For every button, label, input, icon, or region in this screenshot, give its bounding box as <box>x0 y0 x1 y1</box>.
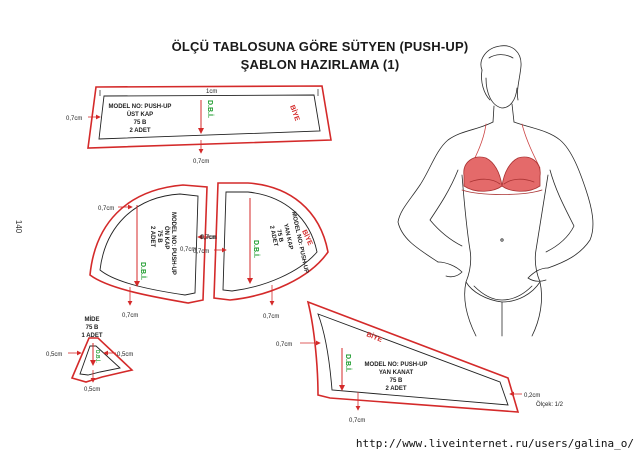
ust-kap-model: MODEL NO: PUSH-UP <box>109 104 172 110</box>
title-line-1: ÖLÇÜ TABLOSUNA GÖRE SÜTYEN (PUSH-UP) <box>171 39 469 54</box>
yan-kanat-size: 75 B <box>390 378 403 384</box>
ust-kap-outline <box>98 94 321 140</box>
ust-kap-grain: D.B.İ. <box>206 100 214 118</box>
piece-yan-kap: 0,7cm 0,7cm 0,7cm D.B.İ. MODEL NO: PUSH-… <box>193 182 329 320</box>
yan-kanat-model: MODEL NO: PUSH-UP <box>365 362 428 368</box>
source-url: http://www.liveinternet.ru/users/galina_… <box>355 437 634 450</box>
on-kap-allow-top: 0,7cm <box>98 206 114 212</box>
on-kap-outline <box>99 193 199 296</box>
on-kap-name: ÖN KAP <box>163 226 170 249</box>
mide-grain: D.B.İ. <box>94 350 101 363</box>
piece-mide: MİDE 75 B 1 ADET D.B.İ. 0,5cm 0,5cm 0,5c… <box>46 316 134 393</box>
scale-label: Ölçek: 1/2 <box>536 401 564 408</box>
mide-allow-right: 0,5cm <box>117 352 133 358</box>
yan-kanat-qty: 2 ADET <box>385 386 406 392</box>
on-kap-size: 75 B <box>156 230 162 243</box>
mide-allow-left: 0,5cm <box>46 352 62 358</box>
woman-in-bra-illustration <box>397 45 594 337</box>
ust-kap-cut-line <box>87 85 332 149</box>
ust-kap-allow-left: 0,7cm <box>66 116 82 122</box>
yan-kap-grain: D.B.İ. <box>252 240 260 258</box>
yan-kanat-grain: D.B.İ. <box>344 354 352 372</box>
yan-kanat-name: YAN KANAT <box>379 370 414 376</box>
mide-outline <box>79 345 121 376</box>
yan-kanat-allow-left: 0,7cm <box>276 342 292 348</box>
on-kap-grain: D.B.İ. <box>139 262 147 280</box>
mide-name: MİDE <box>85 316 100 323</box>
ust-kap-allow-top: 1cm <box>206 89 217 95</box>
yan-kap-name: YAN KAP <box>282 223 293 250</box>
yan-kap-allow-left-b: 0,7cm <box>193 249 209 255</box>
yan-kanat-cut-line <box>306 300 520 413</box>
on-kap-allow-bottom: 0,7cm <box>122 313 138 319</box>
piece-yan-kanat: 0,7cm 0,2cm 0,7cm D.B.İ. MODEL NO: PUSH-… <box>276 300 540 424</box>
on-kap-model: MODEL NO: PUSH-UP <box>170 212 176 275</box>
mide-size: 75 B <box>86 325 99 331</box>
ust-kap-name: ÜST KAP <box>127 111 153 118</box>
on-kap-qty: 2 ADET <box>149 226 155 247</box>
yan-kanat-allow-right: 0,2cm <box>524 393 540 399</box>
mide-allow-bottom: 0,5cm <box>84 387 100 393</box>
on-kap-allow-right-b: 0,7cm <box>180 247 196 253</box>
yan-kanat-bias: BİYE <box>365 330 383 344</box>
mide-cut-line <box>70 337 134 383</box>
yan-kap-size: 75 B <box>275 229 284 243</box>
yan-kanat-allow-bottom: 0,7cm <box>349 418 365 424</box>
yan-kap-outline <box>222 191 318 292</box>
on-kap-cut-line <box>89 184 208 304</box>
yan-kanat-outline <box>317 313 509 406</box>
yan-kap-allow-left-a: 0,7cm <box>200 235 216 241</box>
ust-kap-allow-bottom: 0,7cm <box>193 159 209 165</box>
piece-on-kap: 0,7cm 0,7cm 0,7cm 0,7cm D.B.İ. MODEL NO:… <box>89 184 217 319</box>
yan-kap-cut-line <box>213 182 329 301</box>
on-kap-allow-right-a: 0,7cm <box>201 235 217 241</box>
title-line-2: ŞABLON HAZIRLAMA (1) <box>240 57 400 72</box>
ust-kap-bias: BİYE <box>288 104 301 122</box>
yan-kap-qty: 2 ADET <box>268 225 278 247</box>
ust-kap-qty: 2 ADET <box>129 128 150 134</box>
mide-qty: 1 ADET <box>81 333 102 339</box>
piece-ust-kap: 1cm 0,7cm 0,7cm D.B.İ. MODEL NO: PUSH-UP… <box>66 85 332 165</box>
ust-kap-size: 75 B <box>134 120 147 126</box>
yan-kap-allow-bottom: 0,7cm <box>263 314 279 320</box>
